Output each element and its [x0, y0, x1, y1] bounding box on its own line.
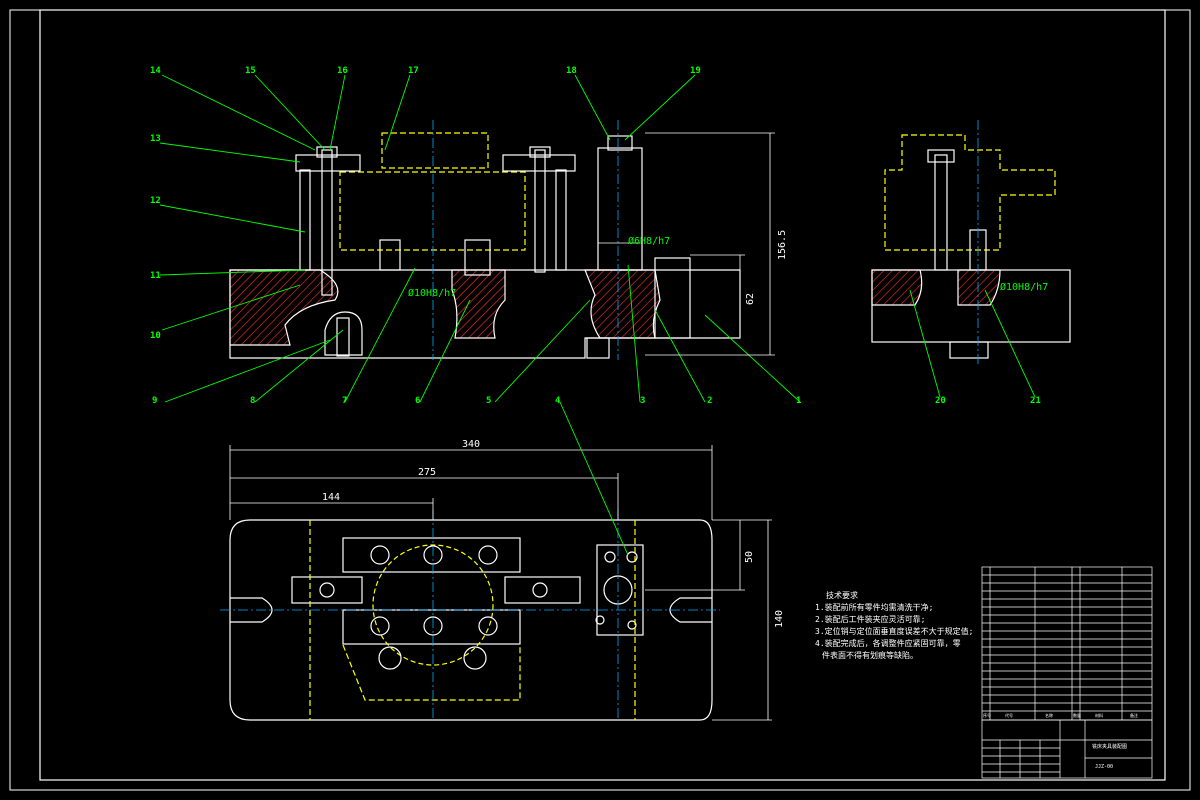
len-340-label: 340	[462, 439, 480, 450]
drawing-number: JJZ-00	[1095, 764, 1113, 770]
parts-list	[981, 566, 1153, 721]
top-clamp-upper	[342, 537, 521, 573]
front-view	[229, 120, 741, 360]
dimension-lines-front	[598, 132, 775, 356]
part-label-13: 13	[150, 134, 161, 144]
top-slot-left	[230, 597, 273, 623]
workpiece-top	[381, 132, 489, 169]
leader-lines-side	[909, 289, 1036, 398]
stud-right-a	[534, 149, 546, 273]
height-base-label: 62	[745, 293, 756, 305]
section-left	[229, 269, 339, 346]
outer-frame	[9, 9, 1191, 791]
part-label-20: 20	[935, 396, 946, 406]
part-label-15: 15	[245, 66, 256, 76]
len-275-label: 275	[418, 467, 436, 478]
col-header-remark: 备注	[1130, 712, 1138, 718]
side-view	[871, 120, 1071, 365]
side-section-right	[957, 269, 1001, 306]
top-clamp-lower	[342, 609, 521, 645]
side-nut	[927, 149, 955, 163]
top-base	[229, 519, 713, 721]
top-block-right	[596, 544, 644, 636]
title-block-text: 序号 代号 名称 数量 材料 备注 铣床夹具装配图 JJZ-00	[983, 712, 1138, 770]
height-total-label: 156.5	[777, 230, 788, 260]
stud-left-b	[321, 149, 333, 296]
part-label-group: 1 2 3 4 5 6 7 8 9 10 11 12 13 14 15 16 1…	[150, 66, 1041, 406]
side-section-left	[871, 269, 923, 306]
part-label-3: 3	[640, 396, 645, 406]
tech-req-item-1: 1.装配前所有零件均需清洗干净;	[815, 602, 933, 612]
top-bar-left	[291, 576, 363, 604]
dimension-text-group: Ø6H8/h7 Ø10H8/h7 Ø10H8/h7 156.5 62 340 2…	[322, 230, 1048, 628]
locating-pin-a	[379, 239, 401, 271]
top-workpiece	[309, 520, 636, 720]
top-view	[220, 510, 720, 721]
title-block	[981, 719, 1153, 779]
part-label-1: 1	[796, 396, 801, 406]
width-50-label: 50	[744, 551, 755, 563]
section-right	[584, 269, 661, 339]
col-header-name: 名称	[1045, 712, 1053, 718]
side-foot	[949, 341, 989, 359]
width-140-label: 140	[774, 610, 785, 628]
fit-6-label: Ø6H8/h7	[628, 235, 670, 247]
locating-pin-b	[464, 239, 491, 276]
workpiece-outline	[339, 171, 526, 251]
col-header-no: 序号	[983, 712, 991, 718]
nut-right	[529, 146, 551, 158]
part-label-7: 7	[342, 396, 347, 406]
technical-requirements: 技术要求 1.装配前所有零件均需清洗干净; 2.装配后工件装夹应灵活可靠; 3.…	[815, 590, 973, 660]
support-cap	[607, 135, 633, 151]
part-label-4: 4	[555, 396, 561, 406]
part-label-12: 12	[150, 196, 161, 206]
col-header-material: 材料	[1095, 712, 1103, 718]
part-label-17: 17	[408, 66, 419, 76]
section-mid	[451, 269, 506, 339]
clamp-slot	[324, 311, 363, 356]
top-bar-right	[504, 576, 581, 604]
side-workpiece	[884, 134, 1056, 251]
part-label-2: 2	[707, 396, 712, 406]
part-label-8: 8	[250, 396, 255, 406]
part-label-18: 18	[566, 66, 577, 76]
top-circle-center	[372, 544, 494, 666]
tech-req-item-4: 4.装配完成后，各调整件应紧固可靠，零	[815, 638, 961, 648]
inner-frame	[39, 9, 1166, 781]
part-label-19: 19	[690, 66, 701, 76]
stop-block	[654, 257, 691, 339]
side-stud	[934, 154, 948, 271]
clamp-plate-left	[295, 154, 361, 172]
tech-req-item-2: 2.装配后工件装夹应灵活可靠;	[815, 614, 925, 624]
tech-req-item-3: 3.定位销与定位面垂直度误差不大于规定值;	[815, 626, 973, 636]
part-label-9: 9	[152, 396, 157, 406]
clamp-plate-right	[502, 154, 576, 172]
fit-10-label: Ø10H8/h7	[408, 287, 456, 299]
part-label-21: 21	[1030, 396, 1041, 406]
foot	[586, 337, 610, 359]
leader-line-4	[559, 401, 629, 556]
nut-left	[316, 146, 338, 158]
tech-req-title: 技术要求	[826, 590, 858, 600]
part-label-10: 10	[150, 331, 161, 341]
part-label-5: 5	[486, 396, 491, 406]
col-header-code: 代号	[1005, 712, 1013, 718]
part-label-16: 16	[337, 66, 348, 76]
stud-right-b	[555, 169, 567, 271]
tech-req-item-5: 件表面不得有划痕等缺陷。	[822, 650, 918, 660]
dimension-lines-top	[229, 445, 772, 721]
stud-left-a	[299, 169, 311, 271]
leader-lines-front	[159, 74, 801, 403]
t-bolt	[336, 317, 350, 357]
col-header-qty: 数量	[1073, 712, 1081, 718]
part-label-6: 6	[415, 396, 420, 406]
part-label-14: 14	[150, 66, 161, 76]
drawing-name: 铣床夹具装配图	[1092, 743, 1127, 750]
support-block	[597, 147, 643, 271]
fit-10-side-label: Ø10H8/h7	[1000, 281, 1048, 293]
len-144-label: 144	[322, 492, 340, 503]
part-label-11: 11	[150, 271, 161, 281]
